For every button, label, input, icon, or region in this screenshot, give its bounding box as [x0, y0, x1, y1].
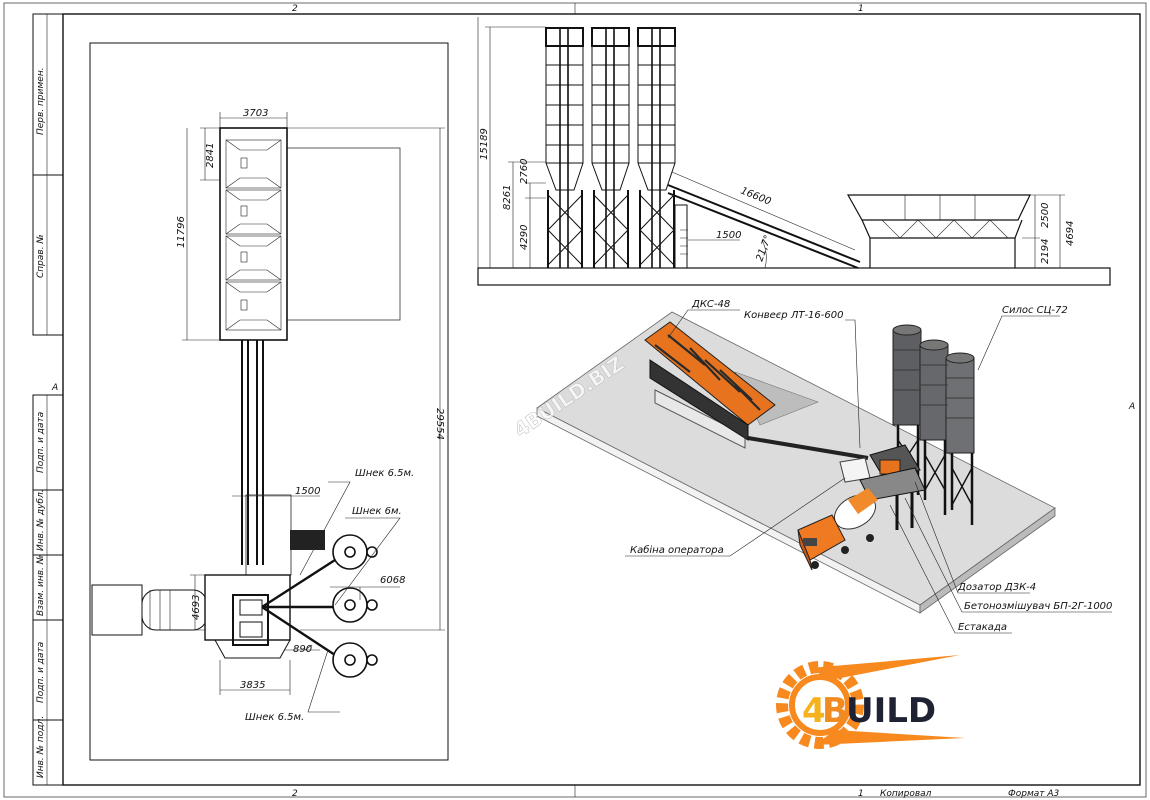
callout-silo: Силос СЦ-72 [1002, 305, 1068, 316]
auger-block [290, 530, 325, 550]
mixer-truck-plan [91, 584, 208, 636]
zone-top-1: 1 [858, 4, 864, 14]
dim-bin-width: 3703 [243, 108, 268, 119]
stamp-cell: Взам. инв. № [36, 555, 46, 616]
plan-dimensions [182, 112, 445, 713]
dim-platform-offset: 1500 [716, 230, 741, 241]
dim-total-length: 29554 [434, 408, 445, 440]
callout-operator-cabin: Кабіна оператора [630, 544, 724, 556]
zone-bottom-2: 2 [292, 789, 298, 799]
dim-conveyor-offset: 1500 [295, 486, 320, 497]
dim-bin-total: 4694 [1065, 221, 1076, 246]
bin-shadow-area [286, 147, 401, 321]
stamp-cell: Инв. № подл. [36, 716, 46, 778]
conveyor-elevation [667, 184, 861, 269]
callout-aggregate-bin: ДКС-48 [691, 299, 730, 310]
dim-bin-section: 2841 [205, 143, 216, 168]
dim-auger-offset: 890 [293, 644, 312, 655]
stamp-cell: Перв. примен. [36, 67, 46, 135]
plan-view: 3703 2841 11796 29554 1500 4693 3835 606… [89, 42, 449, 761]
copied-label: Копировал [880, 789, 932, 799]
format-label: Формат А3 [1008, 789, 1060, 799]
dim-silo-offset: 6068 [380, 575, 405, 586]
augers [261, 558, 336, 657]
conveyor-plan [241, 340, 264, 565]
stamp-cell: Справ. № [36, 234, 46, 278]
stamp-cell: Инв. № дубл. [36, 489, 46, 551]
dim-bin-upper: 2500 [1040, 203, 1051, 228]
dim-conveyor-angle: 21,7° [754, 234, 774, 263]
zone-bottom-1: 1 [858, 789, 864, 799]
elevation-dimensions [485, 26, 1065, 269]
dim-conveyor-length: 16600 [739, 186, 773, 208]
gear-icon [776, 661, 864, 749]
dim-leg-height: 4290 [519, 225, 530, 250]
brand-logo: 4 B UILD [776, 655, 965, 749]
silos-plan [332, 534, 378, 678]
stamp-cell: Подп. и дата [36, 412, 46, 473]
silos-iso [892, 324, 975, 525]
dim-mixer-width: 4693 [191, 595, 202, 620]
logo-uild: UILD [846, 691, 936, 731]
isometric-view: 4BUILD.BIZ [509, 299, 1112, 634]
callout-conveyor: Конвеєр ЛТ-16-600 [744, 310, 843, 321]
callout-doser: Дозатор ДЗК-4 [957, 582, 1036, 593]
callout-auger-2: Шнек 6м. [352, 506, 402, 517]
zone-top-2: 2 [292, 4, 298, 14]
dim-bin-length: 11796 [176, 216, 187, 248]
dim-total-height: 15189 [479, 128, 490, 160]
mixer-truck-iso [797, 488, 878, 571]
conveyor-iso [747, 436, 869, 460]
stamp-column: Перв. примен. Справ. № Подп. и дата Инв.… [32, 13, 64, 786]
callout-auger-3: Шнек 6.5м. [245, 712, 304, 723]
bin-elevation [846, 194, 1031, 268]
dim-mixer-length: 3835 [240, 680, 265, 691]
callout-auger-1: Шнек 6.5м. [355, 468, 414, 479]
ground-slab [477, 267, 1111, 286]
dim-bin-lower: 2194 [1040, 239, 1051, 264]
callout-overpass: Естакада [958, 622, 1007, 633]
dim-support-height: 8261 [502, 185, 513, 210]
zone-row-left: A [51, 383, 58, 393]
elevation-view: 15189 8261 2760 4290 16600 1500 21,7° 25… [477, 17, 1111, 286]
logo-4: 4 [802, 691, 826, 731]
zone-row-right: A [1128, 402, 1135, 412]
stamp-cell: Подп. и дата [36, 642, 46, 703]
logo-b: B [822, 691, 848, 731]
leader-lines [625, 309, 1112, 634]
dim-cone-height: 2760 [519, 159, 530, 184]
callout-mixer: Бетонозмішувач БП-2Г-1000 [964, 600, 1112, 612]
